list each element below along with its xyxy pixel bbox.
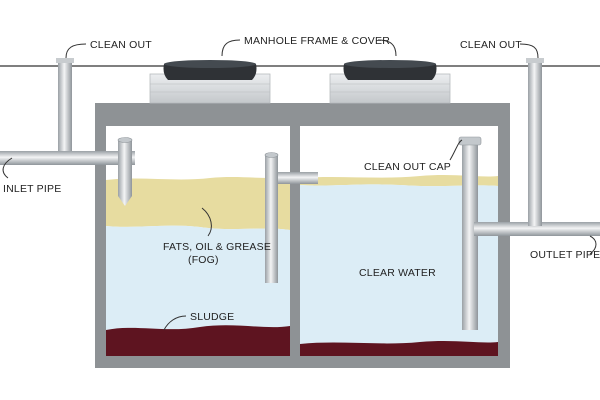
callout-outlet <box>589 235 597 255</box>
manhole-left <box>149 60 271 104</box>
transfer-pipe <box>264 152 318 283</box>
fog-layer <box>106 177 290 230</box>
label-manhole: MANHOLE FRAME & COVER <box>244 35 390 47</box>
callout-clean-out-right <box>519 43 539 59</box>
callout-fog <box>201 207 212 237</box>
water-left <box>106 225 290 330</box>
sludge-left <box>106 325 290 356</box>
callout-manhole-right <box>377 39 397 57</box>
fog-layer-right <box>300 175 498 187</box>
manhole-right <box>329 60 451 104</box>
outlet-pipe <box>458 58 600 330</box>
left-chamber <box>106 126 290 356</box>
label-outlet-pipe: OUTLET PIPE <box>530 249 600 261</box>
label-clean-out-right: CLEAN OUT <box>460 39 522 51</box>
baffle-wall <box>290 150 300 368</box>
callout-clean-out-left <box>65 43 87 59</box>
water-right <box>300 184 498 344</box>
label-clean-out-cap: CLEAN OUT CAP <box>364 161 451 173</box>
callout-inlet <box>2 157 13 179</box>
label-fog-line2: (FOG) <box>188 254 219 266</box>
inlet-pipe <box>0 58 135 206</box>
label-clear-water: CLEAR WATER <box>359 267 436 279</box>
callout-manhole-left <box>221 39 241 57</box>
callout-clean-out-cap <box>449 139 463 161</box>
label-inlet-pipe: INLET PIPE <box>3 183 61 195</box>
callout-sludge <box>163 315 187 331</box>
label-sludge: SLUDGE <box>190 311 234 323</box>
label-clean-out-left: CLEAN OUT <box>90 39 152 51</box>
sludge-right <box>300 341 498 356</box>
label-fog-line1: FATS, OIL & GREASE <box>163 241 271 253</box>
